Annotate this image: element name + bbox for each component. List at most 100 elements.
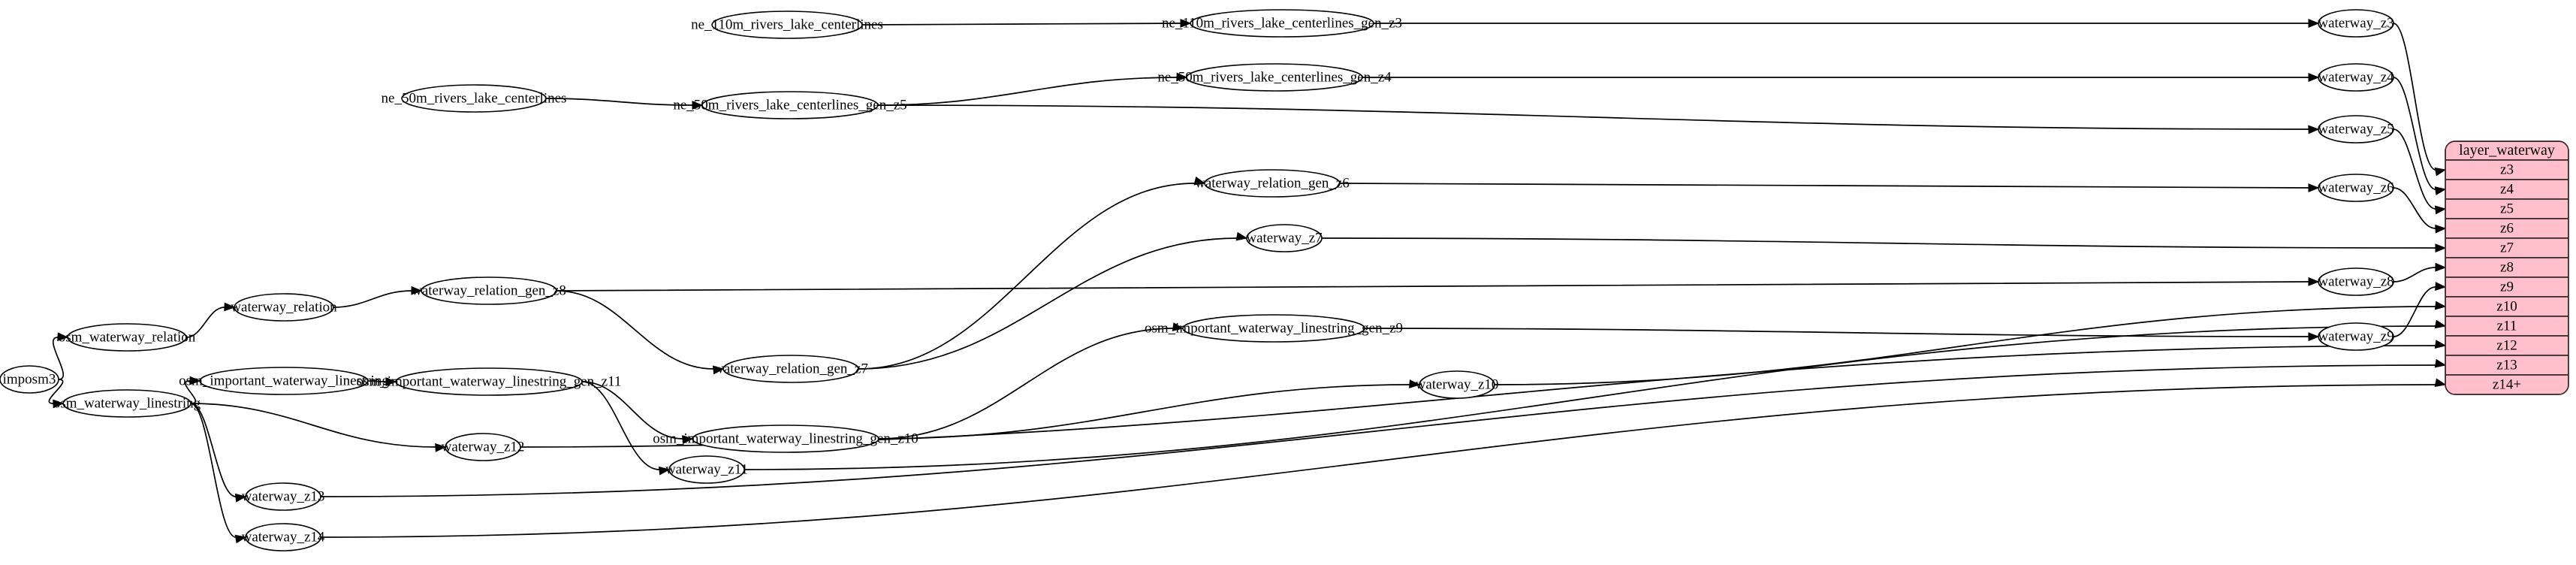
edge-waterway_z11-to-layer_waterway-z11	[744, 319, 2447, 470]
edge-line	[1339, 183, 2309, 189]
edge-osm_waterway_linestring-to-waterway_z13	[190, 403, 247, 503]
table-row-cell-z7[interactable]	[2445, 237, 2568, 258]
node-ne_50m_rivers_lake_centerlines_gen_z5[interactable]: ne_50m_rivers_lake_centerlines_gen_z5	[673, 91, 907, 119]
edge-line	[545, 98, 693, 106]
node-ne_110m_rivers_lake_centerlines_gen_z3[interactable]: ne_110m_rivers_lake_centerlines_gen_z3	[1162, 9, 1402, 38]
arrow-head-icon	[189, 376, 201, 385]
edge-waterway_z10-to-layer_waterway-z10	[1494, 301, 2447, 385]
node-osm_important_waterway_linestring_gen_z9[interactable]: osm_important_waterway_linestring_gen_z9	[1145, 314, 1403, 343]
edge-line	[581, 381, 683, 440]
edge-ne_50m_rivers_lake_centerlines-to-ne_50m_rivers_lake_centerlines_gen_z5	[545, 98, 704, 110]
node-osm_important_waterway_linestring[interactable]: osm_important_waterway_linestring	[179, 367, 389, 395]
node-ne_110m_rivers_lake_centerlines[interactable]: ne_110m_rivers_lake_centerlines	[691, 11, 883, 39]
edge-waterway_z13-to-layer_waterway-z13	[320, 358, 2447, 497]
node-ne_50m_rivers_lake_centerlines_gen_z4[interactable]: ne_50m_rivers_lake_centerlines_gen_z4	[1157, 63, 1392, 92]
node-shape	[245, 523, 321, 551]
table-row-cell-z3[interactable]	[2445, 159, 2568, 180]
node-osm_waterway_relation[interactable]: osm_waterway_relation	[59, 323, 196, 352]
arrow-head-icon	[2434, 378, 2447, 388]
edge-line	[2393, 267, 2436, 282]
arrow-head-icon	[682, 435, 694, 444]
node-shape	[234, 293, 334, 322]
edge-line	[1321, 237, 2436, 249]
edge-line	[877, 77, 1178, 106]
edge-line	[2393, 77, 2436, 190]
table-row-cell-z9[interactable]	[2445, 276, 2568, 298]
table-row-cell-z8[interactable]	[2445, 257, 2568, 278]
node-waterway_z12[interactable]: waterway_z12	[442, 433, 525, 461]
node-waterway_z4[interactable]: waterway_z4	[2318, 63, 2394, 92]
node-shape	[199, 367, 369, 395]
node-waterway_z7[interactable]: waterway_z7	[1246, 224, 1323, 252]
node-imposm3[interactable]: imposm3	[0, 365, 59, 394]
edge-line	[2393, 286, 2436, 337]
edge-osm_waterway_linestring-to-osm_important_waterway_linestring	[184, 376, 201, 404]
node-waterway_z6[interactable]: waterway_z6	[2318, 174, 2394, 202]
arrow-head-icon	[2435, 224, 2447, 234]
node-osm_important_waterway_linestring_gen_z10[interactable]: osm_important_waterway_linestring_gen_z1…	[653, 425, 918, 453]
edge-osm_waterway_relation-to-waterway_relation	[186, 302, 236, 338]
node-shape	[701, 91, 879, 119]
node-waterway_relation_gen_z8[interactable]: waterway_relation_gen_z8	[412, 276, 566, 305]
node-waterway_z11[interactable]: waterway_z11	[665, 455, 748, 484]
node-osm_important_waterway_linestring_gen_z11[interactable]: osm_important_waterway_linestring_gen_z1…	[357, 367, 622, 396]
node-waterway_z8[interactable]: waterway_z8	[2318, 267, 2394, 296]
table-row-cell-z11[interactable]	[2445, 316, 2568, 337]
edge-line	[858, 237, 1238, 370]
arrow-head-icon	[658, 466, 671, 476]
edge-osm_waterway_linestring-to-waterway_z14	[190, 403, 247, 544]
arrow-head-icon	[1176, 72, 1188, 82]
edge-line	[320, 364, 2436, 497]
node-shape	[0, 365, 59, 394]
table-row-cell-z6[interactable]	[2445, 218, 2568, 239]
arrow-head-icon	[2308, 332, 2320, 342]
arrow-head-icon	[53, 399, 65, 409]
arrow-head-icon	[2434, 167, 2447, 177]
arrow-head-icon	[2434, 205, 2447, 215]
arrow-head-icon	[2308, 276, 2320, 286]
table-row-cell-z5[interactable]	[2445, 198, 2568, 219]
node-waterway_z10[interactable]: waterway_z10	[1416, 370, 1499, 399]
node-waterway_z9[interactable]: waterway_z9	[2318, 322, 2394, 351]
edge-waterway_z3-to-layer_waterway-z3	[2393, 23, 2447, 177]
edge-waterway_relation_gen_z8-to-waterway_z8	[556, 276, 2320, 292]
edge-osm_important_waterway_linestring_gen_z11-to-osm_important_waterway_linestring_gen_z10	[581, 381, 694, 444]
edge-line	[190, 403, 237, 538]
edge-line	[878, 384, 1410, 440]
node-shape	[2318, 63, 2394, 92]
edge-waterway_z14-to-layer_waterway-z14-	[320, 378, 2447, 538]
node-osm_waterway_linestring[interactable]: osm_waterway_linestring	[53, 389, 201, 418]
arrow-head-icon	[234, 534, 247, 544]
table-row-cell-z12[interactable]	[2445, 335, 2568, 356]
table-row-cell-z13[interactable]	[2445, 355, 2568, 376]
table-row-cell-z14plus[interactable]	[2445, 374, 2568, 394]
edge-line	[2393, 128, 2436, 210]
node-waterway_z13[interactable]: waterway_z13	[242, 482, 325, 511]
node-shape	[1190, 9, 1374, 38]
edge-line	[186, 307, 225, 338]
arrow-head-icon	[234, 493, 247, 503]
node-shape	[395, 367, 583, 396]
arrow-head-icon	[435, 443, 447, 452]
node-waterway_z5[interactable]: waterway_z5	[2318, 115, 2394, 144]
node-waterway_z3[interactable]: waterway_z3	[2318, 9, 2394, 38]
node-waterway_relation_gen_z7[interactable]: waterway_relation_gen_z7	[713, 355, 868, 383]
node-waterway_z14[interactable]: waterway_z14	[242, 523, 325, 551]
node-shape	[2318, 322, 2394, 351]
arrow-head-icon	[2435, 282, 2447, 292]
arrow-head-icon	[2308, 125, 2320, 134]
arrow-head-icon	[224, 302, 236, 312]
edge-line	[861, 23, 1181, 26]
arrow-head-icon	[712, 365, 725, 375]
node-waterway_relation[interactable]: waterway_relation	[231, 293, 337, 322]
edge-line	[190, 403, 237, 497]
edge-ne_110m_rivers_lake_centerlines-to-ne_110m_rivers_lake_centerlines_gen_z3	[861, 19, 1192, 28]
node-ne_50m_rivers_lake_centerlines[interactable]: ne_50m_rivers_lake_centerlines	[382, 84, 567, 113]
edge-ne_50m_rivers_lake_centerlines_gen_z5-to-ne_50m_rivers_lake_centerlines_gen_z4	[877, 72, 1188, 106]
edge-osm_important_waterway_linestring_gen_z9-to-waterway_z9	[1364, 328, 2320, 342]
table-row-cell-z10[interactable]	[2445, 296, 2568, 317]
node-shape	[668, 455, 745, 484]
node-waterway_relation_gen_z6[interactable]: waterway_relation_gen_z6	[1195, 169, 1350, 198]
node-shape	[401, 84, 547, 113]
table-row-cell-z4[interactable]	[2445, 179, 2568, 200]
